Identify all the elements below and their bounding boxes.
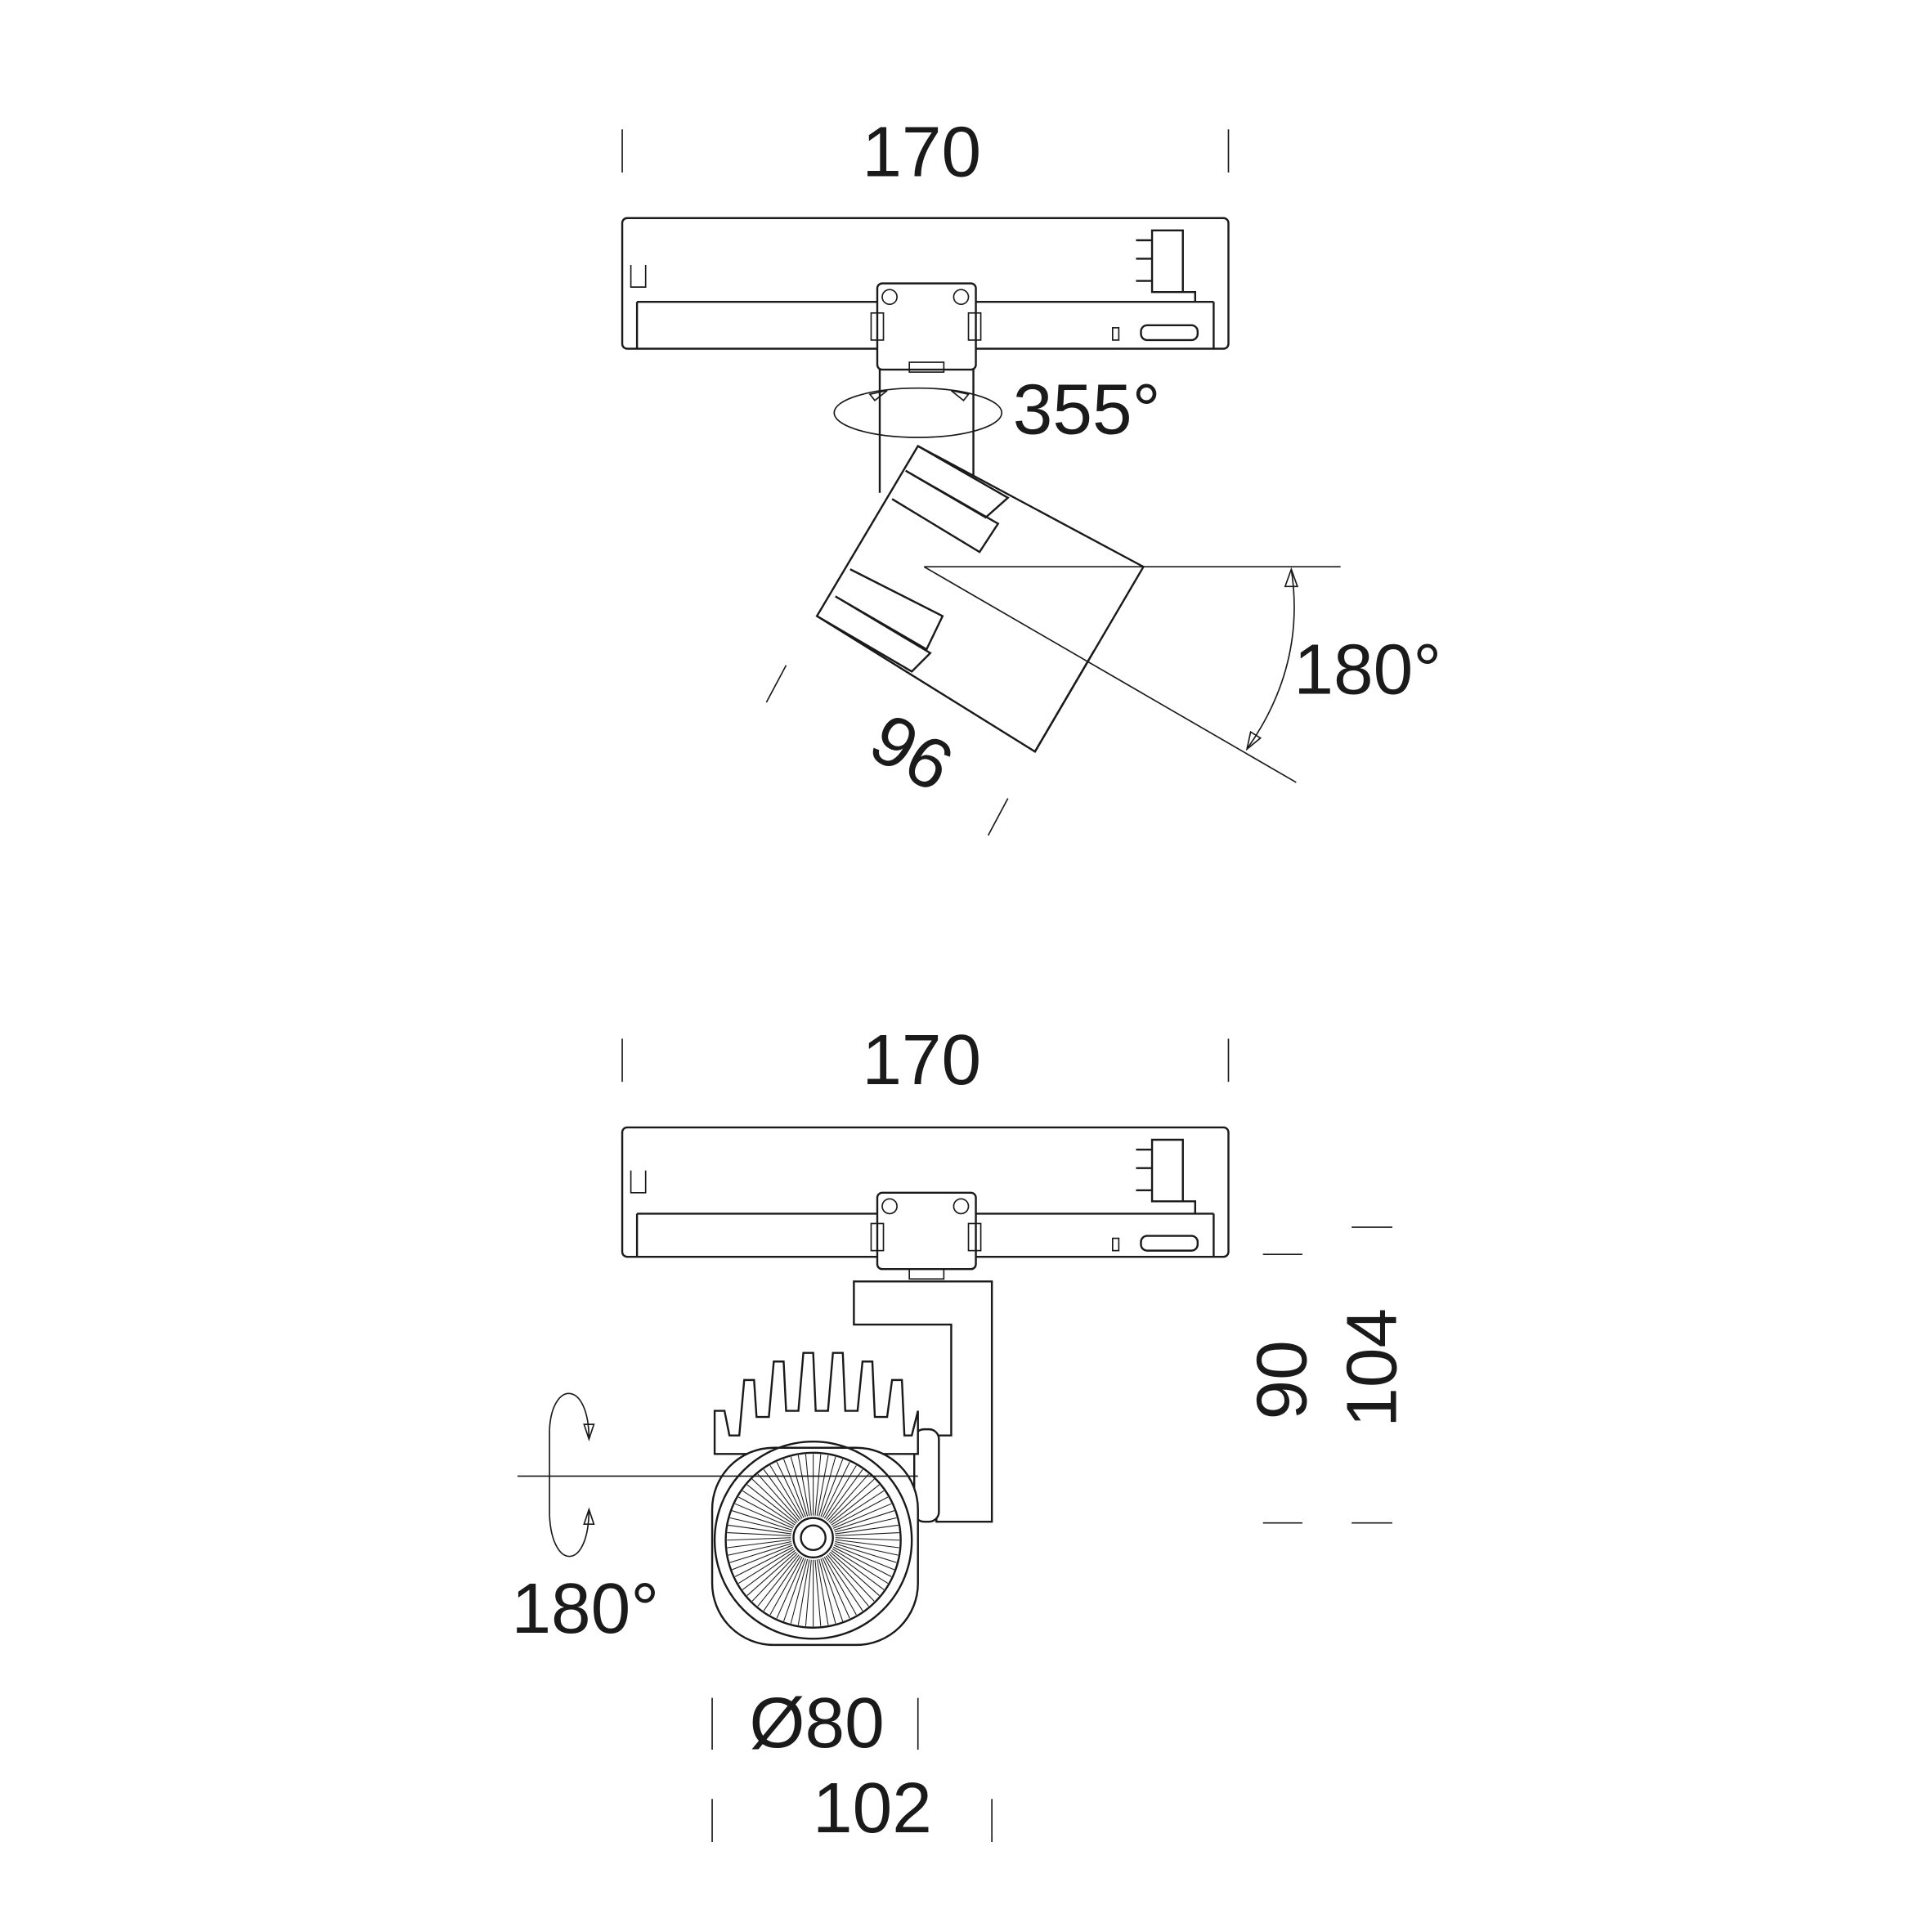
reflector-ribs [727, 1454, 900, 1627]
reflector-rib [827, 1554, 869, 1607]
reflector-rib [732, 1544, 793, 1571]
reflector-rib [830, 1484, 880, 1524]
reflector-rib [831, 1490, 885, 1526]
reflector-rib [790, 1456, 809, 1517]
reflector-rib [825, 1555, 863, 1611]
rotation-label-355: 355° [1013, 369, 1161, 449]
reflector-rib [833, 1510, 894, 1531]
reflector-rib [832, 1496, 889, 1527]
reflector-rib [822, 1461, 850, 1518]
reflector-rib [834, 1517, 897, 1533]
reflector-rib [835, 1524, 899, 1535]
rotation-arrow-355 [833, 387, 1003, 438]
reflector-rib [820, 1558, 844, 1622]
reflector-rib [828, 1553, 875, 1602]
top-view: 170 355° [621, 112, 1441, 836]
reflector-rib [805, 1559, 812, 1626]
mounting-bracket [853, 1280, 993, 1523]
reflector-rib [746, 1484, 797, 1524]
reflector-rib [728, 1540, 792, 1556]
track-adapter-top [621, 217, 1230, 373]
rotation-arrow-180 [549, 1392, 595, 1558]
reflector-rib [751, 1553, 798, 1602]
reflector-rib [737, 1548, 795, 1584]
reflector-rib [734, 1546, 794, 1577]
reflector-rib [825, 1469, 863, 1520]
reflector-rib [833, 1544, 894, 1571]
reflector-rib [763, 1555, 801, 1611]
reflector-rib [776, 1461, 805, 1518]
head-length-label: 96 [858, 698, 966, 807]
reflector-rib [835, 1540, 899, 1556]
reflector-rib [727, 1537, 791, 1541]
width-dimension-front: 170 [621, 1020, 1230, 1100]
reflector-rib [797, 1559, 810, 1625]
reflector-rib [751, 1478, 798, 1522]
reflector-rib [742, 1549, 796, 1590]
reflector-rib [783, 1459, 806, 1517]
reflector-rib [835, 1539, 899, 1549]
reflector-rib [833, 1503, 892, 1529]
reflector-rib [763, 1469, 801, 1520]
front-view: 170 [511, 1020, 1411, 1848]
reflector-rib [727, 1539, 791, 1549]
reflector-rib [783, 1558, 806, 1622]
reflector-rib [834, 1543, 897, 1563]
height-label-104: 104 [1331, 1308, 1411, 1428]
reflector-rib [814, 1559, 822, 1626]
tilt-dimension [923, 566, 1341, 783]
track-adapter-front [621, 1126, 1230, 1280]
reflector-rib [818, 1456, 836, 1517]
reflector-rib [729, 1517, 792, 1533]
reflector-rib [827, 1473, 869, 1522]
reflector-rib [769, 1465, 803, 1519]
reflector-rib [738, 1496, 795, 1527]
reflector-rib [835, 1532, 899, 1536]
reflector-rib [823, 1465, 857, 1519]
reflector-rib [831, 1549, 885, 1590]
reflector-rib [729, 1543, 792, 1563]
reflector-rib [776, 1558, 805, 1619]
reflector-rib [830, 1551, 880, 1596]
reflector-rib [818, 1558, 836, 1624]
diameter-dimension: Ø80 [711, 1683, 919, 1763]
reflector-rib [790, 1558, 809, 1624]
reflector-rib [742, 1490, 796, 1526]
head-width-dimension: 102 [711, 1768, 993, 1848]
reflector-rib [820, 1459, 844, 1517]
diameter-label: Ø80 [750, 1683, 885, 1763]
reflector-rib [728, 1524, 791, 1535]
width-label-top: 170 [862, 112, 981, 192]
reflector-rib [734, 1503, 794, 1529]
rotation-label-180: 180° [511, 1568, 659, 1648]
reflector-rib [832, 1548, 889, 1584]
reflector-rib [732, 1510, 793, 1531]
reflector-rib [814, 1454, 822, 1516]
reflector-rib [757, 1473, 800, 1522]
reflector-rib [757, 1554, 800, 1607]
reflector-rib [823, 1556, 857, 1616]
reflector-rib [746, 1551, 797, 1596]
reflector-rib [828, 1478, 875, 1522]
reflector-rib [835, 1537, 900, 1541]
reflector-rib [769, 1556, 803, 1616]
reflector-rib [797, 1455, 810, 1517]
width-label-front: 170 [862, 1020, 981, 1100]
tilt-label: 180° [1293, 629, 1441, 709]
reflector-rib [727, 1532, 791, 1536]
reflector-rib [816, 1559, 829, 1625]
spotlight-head-front [710, 1352, 919, 1647]
height-dimensions: 90 104 [1241, 1226, 1411, 1524]
width-dimension-top: 170 [621, 112, 1230, 192]
height-label-90: 90 [1241, 1340, 1321, 1419]
reflector-rib [822, 1558, 850, 1619]
reflector-rib [816, 1455, 829, 1517]
reflector-rib [832, 1546, 892, 1577]
reflector-rib [805, 1454, 812, 1516]
head-width-label: 102 [813, 1768, 932, 1848]
